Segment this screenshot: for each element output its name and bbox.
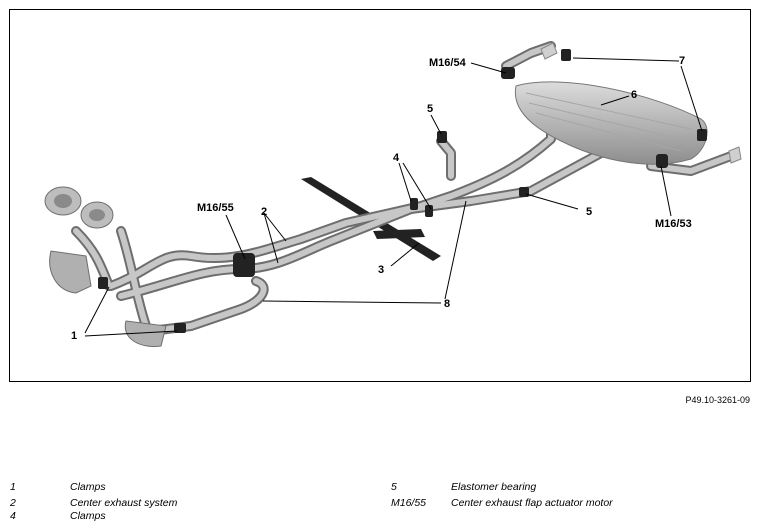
callout-m16-54: M16/54	[429, 57, 467, 69]
legend-row: 5 Elastomer bearing	[391, 481, 613, 494]
catalytic-converters	[44, 186, 167, 348]
callout-3: 3	[378, 264, 384, 276]
legend-row: 1 Clamps	[10, 481, 177, 494]
dark-components	[98, 49, 707, 333]
legend-number: M16/55	[391, 497, 427, 509]
callout-5-lower: 5	[586, 206, 592, 218]
legend-number: 4	[10, 510, 16, 522]
callout-m16-55: M16/55	[197, 202, 234, 214]
legend-text: Elastomer bearing	[451, 481, 537, 493]
callout-7: 7	[679, 55, 685, 67]
legend-right: 5 Elastomer bearing M16/55 Center exhaus…	[391, 481, 613, 510]
callout-4: 4	[393, 152, 400, 164]
exhaust-drawing: M16/54 7 5 6 4 5 M16/53 M16/55 2 3 8 1	[44, 41, 742, 348]
legend-row: 2 Center exhaust system	[10, 497, 177, 510]
figure-reference: P49.10-3261-09	[685, 395, 750, 405]
callout-8: 8	[444, 298, 450, 310]
callout-m16-53: M16/53	[655, 218, 692, 230]
legend-text: Center exhaust flap actuator motor	[451, 497, 613, 509]
callout-1: 1	[71, 330, 77, 342]
rear-muffler	[514, 42, 742, 165]
callout-5-upper: 5	[427, 103, 433, 115]
legend-number: 2	[10, 497, 16, 509]
legend-text: Clamps	[70, 481, 106, 493]
legend-number: 1	[10, 481, 16, 493]
legend-row: 4 Clamps	[10, 510, 177, 523]
legend-left: 1 Clamps 2 Center exhaust system 4 Clamp…	[10, 481, 177, 523]
legend-text: Center exhaust system	[70, 497, 178, 509]
legend-number: 5	[391, 481, 397, 493]
legend-text: Clamps	[70, 510, 106, 522]
callout-2: 2	[261, 206, 267, 218]
exhaust-system-illustration: M16/54 7 5 6 4 5 M16/53 M16/55 2 3 8 1	[9, 9, 751, 382]
leader-lines	[84, 57, 703, 337]
legend-row: M16/55 Center exhaust flap actuator moto…	[391, 497, 613, 510]
callout-6: 6	[631, 89, 637, 101]
